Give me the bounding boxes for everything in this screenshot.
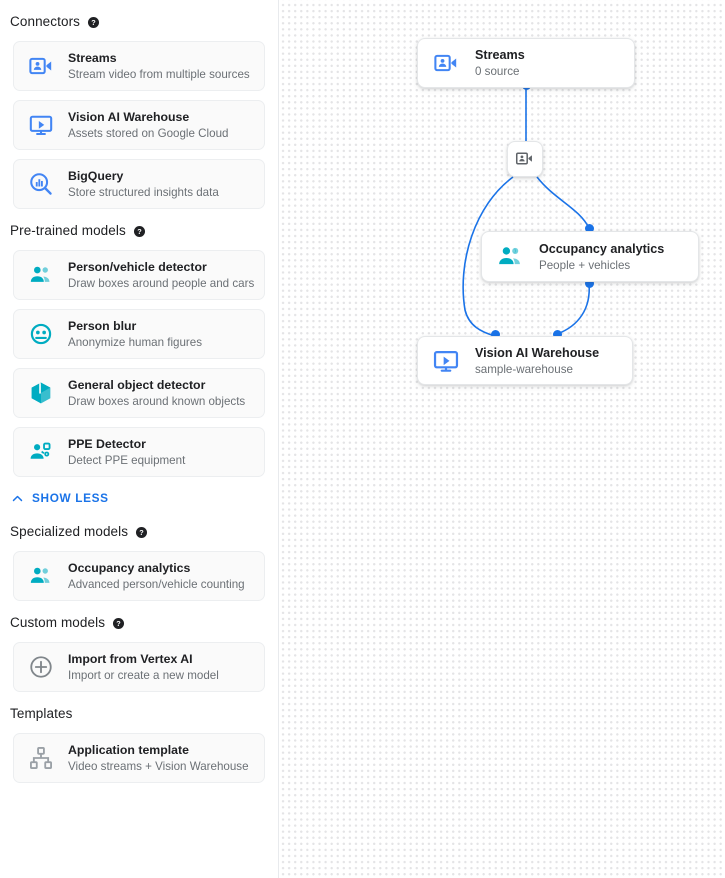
edge-splitter-to-warehouse — [462, 176, 514, 337]
canvas-node-occupancy-text: Occupancy analytics People + vehicles — [539, 241, 664, 273]
canvas-node-streams-title: Streams — [475, 48, 525, 62]
canvas-node-warehouse-subtitle: sample-warehouse — [475, 362, 573, 376]
hierarchy-tree-icon — [28, 745, 54, 771]
catalog-item-subtitle: Store structured insights data — [68, 185, 219, 199]
svg-text:?: ? — [91, 17, 96, 26]
section-title-connectors: Connectors — [10, 14, 81, 29]
help-circle-icon[interactable]: ? — [112, 617, 125, 630]
edge-splitter-to-occupancy — [536, 176, 590, 229]
catalog-item-title: Application template — [68, 742, 189, 757]
monitor-play-icon — [431, 346, 461, 376]
canvas-node-occupancy-subtitle: People + vehicles — [539, 258, 631, 272]
catalog-item-title: General object detector — [68, 377, 206, 392]
canvas-node-splitter[interactable] — [507, 141, 543, 177]
port-occupancy-input[interactable] — [585, 224, 594, 233]
magnifier-barchart-icon — [28, 171, 54, 197]
catalog-item-subtitle: Assets stored on Google Cloud — [68, 126, 229, 140]
catalog-item-subtitle: Import or create a new model — [68, 668, 219, 682]
catalog-item-subtitle: Draw boxes around known objects — [68, 394, 246, 408]
edge-occupancy-to-warehouse — [556, 283, 590, 335]
catalog-item-title: BigQuery — [68, 168, 124, 183]
canvas-node-occupancy[interactable]: Occupancy analytics People + vehicles — [481, 231, 699, 282]
catalog-item-title: Streams — [68, 50, 117, 65]
catalog-item-subtitle: Video streams + Vision Warehouse — [68, 759, 249, 773]
section-header-custom-models: Custom models? — [0, 613, 278, 633]
catalog-item-subtitle: Stream video from multiple sources — [68, 67, 250, 81]
svg-text:?: ? — [139, 527, 144, 536]
catalog-item-subtitle: Draw boxes around people and cars — [68, 276, 255, 290]
video-camera-person-icon — [431, 48, 461, 78]
show-less-button[interactable]: SHOW LESS — [10, 486, 278, 510]
help-circle-icon[interactable]: ? — [135, 526, 148, 539]
ppe-person-icon — [28, 439, 54, 465]
graph-edges — [462, 85, 590, 337]
help-circle-icon[interactable]: ? — [87, 16, 100, 29]
people-group-icon — [28, 563, 54, 589]
monitor-play-icon — [28, 112, 54, 138]
port-warehouse-input-2[interactable] — [553, 330, 562, 339]
people-group-icon — [28, 262, 54, 288]
catalog-item-subtitle: Detect PPE equipment — [68, 453, 186, 467]
section-header-pretrained-models: Pre-trained models? — [0, 221, 278, 241]
section-header-connectors: Connectors? — [0, 12, 278, 32]
canvas-node-streams-subtitle: 0 source — [475, 65, 520, 78]
chevron-up-icon — [10, 491, 25, 506]
catalog-item-import-from-vertex-ai[interactable]: Import from Vertex AI Import or create a … — [13, 642, 265, 692]
catalog-item-subtitle: Anonymize human figures — [68, 335, 203, 349]
canvas-node-streams-text: Streams 0 source — [475, 47, 525, 79]
people-group-icon — [495, 242, 525, 272]
catalog-item-title: Vision AI Warehouse — [68, 109, 190, 124]
section-title-custom-models: Custom models — [10, 615, 106, 630]
canvas-node-streams[interactable]: Streams 0 source — [417, 38, 635, 88]
section-header-specialized-models: Specialized models? — [0, 522, 278, 542]
canvas-node-warehouse[interactable]: Vision AI Warehouse sample-warehouse — [417, 336, 633, 385]
face-blur-icon — [28, 321, 54, 347]
catalog-item-subtitle: Advanced person/vehicle counting — [68, 577, 245, 591]
catalog-item-title: Person blur — [68, 318, 137, 333]
graph-canvas[interactable]: Streams 0 source Occupancy analytics Peo… — [279, 0, 725, 878]
catalog-item-title: Import from Vertex AI — [68, 651, 193, 666]
section-title-templates: Templates — [10, 706, 73, 721]
svg-text:?: ? — [137, 226, 142, 235]
section-title-specialized-models: Specialized models — [10, 524, 129, 539]
canvas-node-warehouse-text: Vision AI Warehouse sample-warehouse — [475, 345, 599, 377]
show-less-label: SHOW LESS — [32, 491, 109, 505]
catalog-item-text: Import from Vertex AI Import or create a … — [68, 652, 219, 683]
port-occupancy-output[interactable] — [585, 279, 594, 288]
plus-circle-icon — [28, 654, 54, 680]
port-warehouse-input-1[interactable] — [491, 330, 500, 339]
help-circle-icon[interactable]: ? — [133, 225, 146, 238]
canvas-node-occupancy-title: Occupancy analytics — [539, 241, 665, 256]
catalog-item-title: Person/vehicle detector — [68, 259, 207, 274]
catalog-item-title: PPE Detector — [68, 436, 146, 451]
video-camera-person-icon — [28, 53, 54, 79]
section-header-templates: Templates — [0, 704, 278, 724]
catalog-item-title: Occupancy analytics — [68, 560, 191, 575]
canvas-node-warehouse-title: Vision AI Warehouse — [475, 345, 600, 360]
svg-text:?: ? — [116, 618, 121, 627]
cube-box-icon — [28, 380, 54, 406]
section-title-pretrained-models: Pre-trained models — [10, 223, 126, 238]
video-camera-person-icon — [515, 149, 535, 169]
